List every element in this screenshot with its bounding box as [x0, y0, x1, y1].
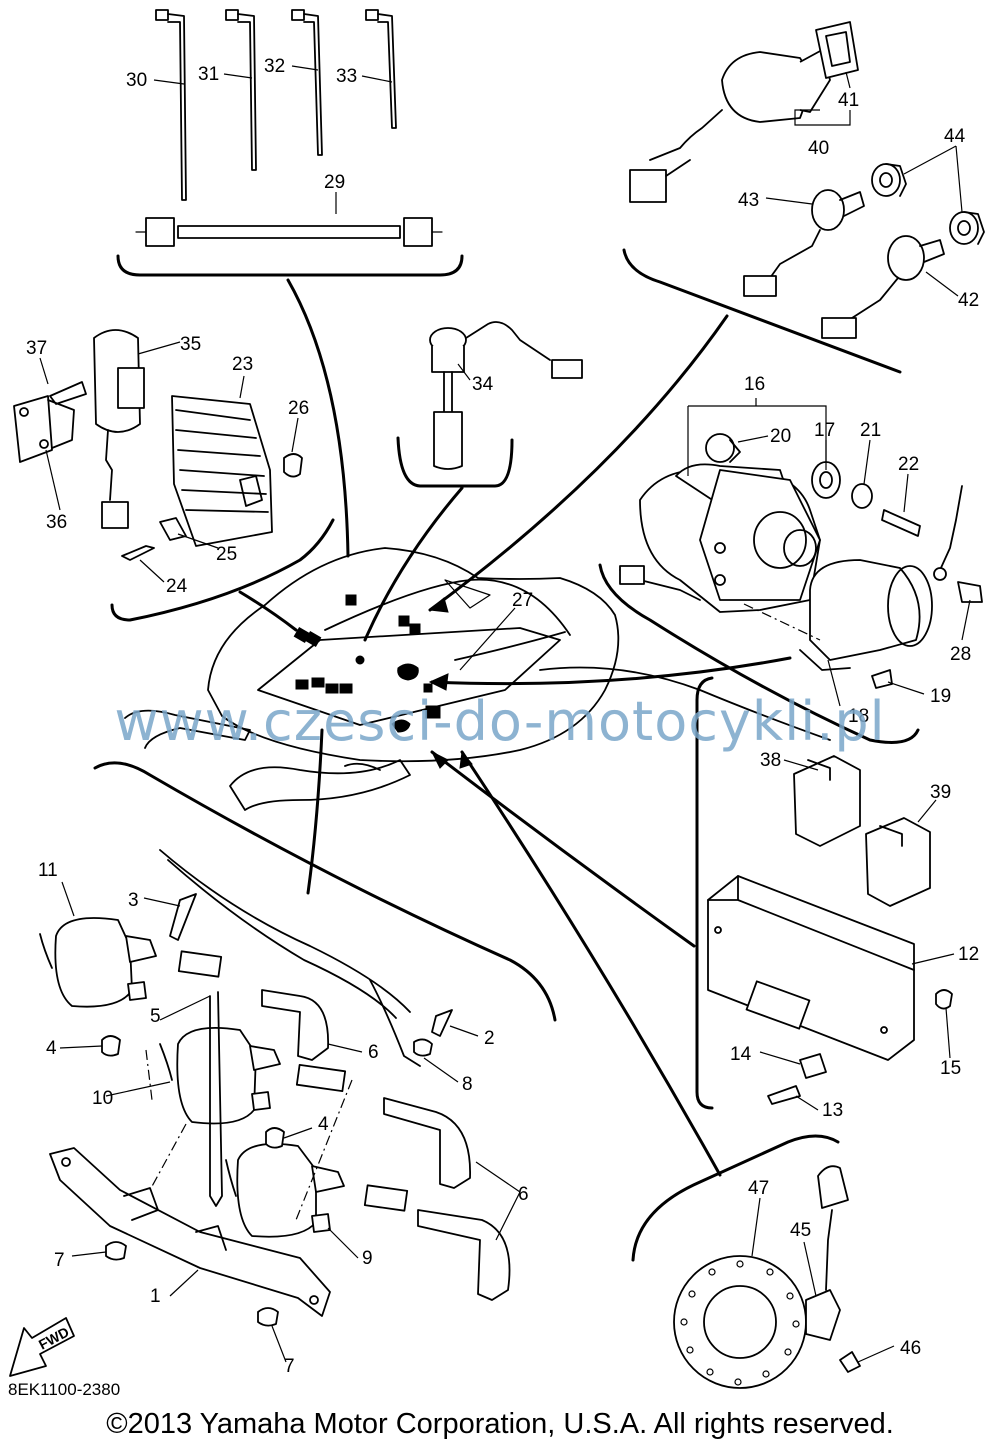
callout-41: 41: [838, 90, 859, 111]
callout-32: 32: [264, 56, 285, 77]
frame-assembly: [124, 547, 831, 811]
callout-29: 29: [324, 172, 345, 193]
callout-35: 35: [180, 334, 201, 355]
ignition-wires: [159, 849, 421, 1067]
callout-23: 23: [232, 354, 253, 375]
callout-4b: 4: [318, 1114, 329, 1135]
callout-13: 13: [822, 1100, 843, 1121]
callout-9: 9: [362, 1248, 373, 1269]
fwd-arrow: FWD: [9, 1317, 75, 1377]
callout-22: 22: [898, 454, 919, 475]
callout-10: 10: [92, 1088, 113, 1109]
coil-11: [39, 917, 157, 1008]
ignition-coil-group: [39, 849, 511, 1327]
callout-28: 28: [950, 644, 971, 665]
nut-44a: [871, 163, 907, 197]
group-brackets: [93, 248, 920, 1262]
callout-37: 37: [26, 338, 47, 359]
cable-tie-30: [155, 9, 187, 201]
callout-34: 34: [472, 374, 494, 395]
callout-21: 21: [860, 420, 881, 441]
callout-18: 18: [848, 706, 869, 727]
callout-25: 25: [216, 544, 237, 565]
callout-6b: 6: [518, 1184, 529, 1205]
cable-tie-32: [291, 9, 323, 156]
callout-7b: 7: [284, 1356, 295, 1377]
main-switch: [629, 21, 985, 339]
key-switch-43: [743, 189, 865, 297]
callout-33: 33: [336, 66, 357, 87]
callout-40: 40: [808, 138, 829, 159]
rotor-group: [673, 1165, 861, 1389]
callout-39: 39: [930, 782, 951, 803]
nut-44b: [949, 211, 985, 245]
callout-17: 17: [814, 420, 835, 441]
callout-4a: 4: [46, 1038, 57, 1059]
key-switch-42: [821, 235, 945, 339]
wire-lead-29: [135, 217, 443, 247]
coil-9: [225, 1143, 345, 1238]
copyright-notice: ©2013 Yamaha Motor Corporation, U.S.A. A…: [106, 1408, 894, 1440]
callout-5: 5: [150, 1006, 161, 1027]
callout-27: 27: [512, 590, 533, 611]
cable-tie-33: [365, 9, 397, 129]
cdi-group: [707, 755, 953, 1105]
callout-11: 11: [38, 860, 58, 881]
plug-caps: [177, 950, 511, 1301]
sender-34: [429, 321, 583, 470]
callout-12: 12: [958, 944, 979, 965]
callout-42: 42: [958, 290, 979, 311]
bracket-1: [49, 1147, 331, 1317]
rotor-holes: [680, 1260, 800, 1386]
callout-6a: 6: [368, 1042, 379, 1063]
cable-ties: [135, 9, 443, 247]
callout-47: 47: [748, 1178, 769, 1199]
callout-7a: 7: [54, 1250, 65, 1271]
horn-relay-group: [13, 329, 145, 529]
small-hardware: [101, 893, 453, 1327]
diagram-code: 8EK1100-2380: [8, 1380, 121, 1399]
callout-26: 26: [288, 398, 309, 419]
connection-lines: [238, 278, 792, 1177]
callout-43: 43: [738, 190, 759, 211]
callout-38: 38: [760, 750, 781, 771]
bracket-36: [13, 395, 75, 463]
callout-36: 36: [46, 512, 67, 533]
callout-19: 19: [930, 686, 951, 707]
cable-tie-31: [225, 9, 257, 171]
callout-16: 16: [744, 374, 765, 395]
callout-14: 14: [730, 1044, 752, 1065]
starter-assembly: [619, 433, 983, 689]
callout-leaders: [39, 65, 971, 1363]
callout-8: 8: [462, 1074, 473, 1095]
callout-3: 3: [128, 890, 139, 911]
callout-31: 31: [198, 64, 219, 85]
callout-15: 15: [940, 1058, 961, 1079]
callout-numbers: 1 2 3 4 4 5 6 6 7 7 8 9 10 11 12 13 14 1…: [26, 56, 979, 1377]
callout-2: 2: [484, 1028, 495, 1049]
callout-46: 46: [900, 1338, 921, 1359]
callout-1: 1: [150, 1286, 161, 1307]
callout-44: 44: [944, 126, 966, 147]
callout-30: 30: [126, 70, 147, 91]
callout-20: 20: [770, 426, 791, 447]
coil-10: [159, 1027, 281, 1125]
callout-24: 24: [166, 576, 188, 597]
frame-connectors: [293, 594, 441, 733]
rectifier-23: [121, 395, 303, 561]
callout-45: 45: [790, 1220, 811, 1241]
